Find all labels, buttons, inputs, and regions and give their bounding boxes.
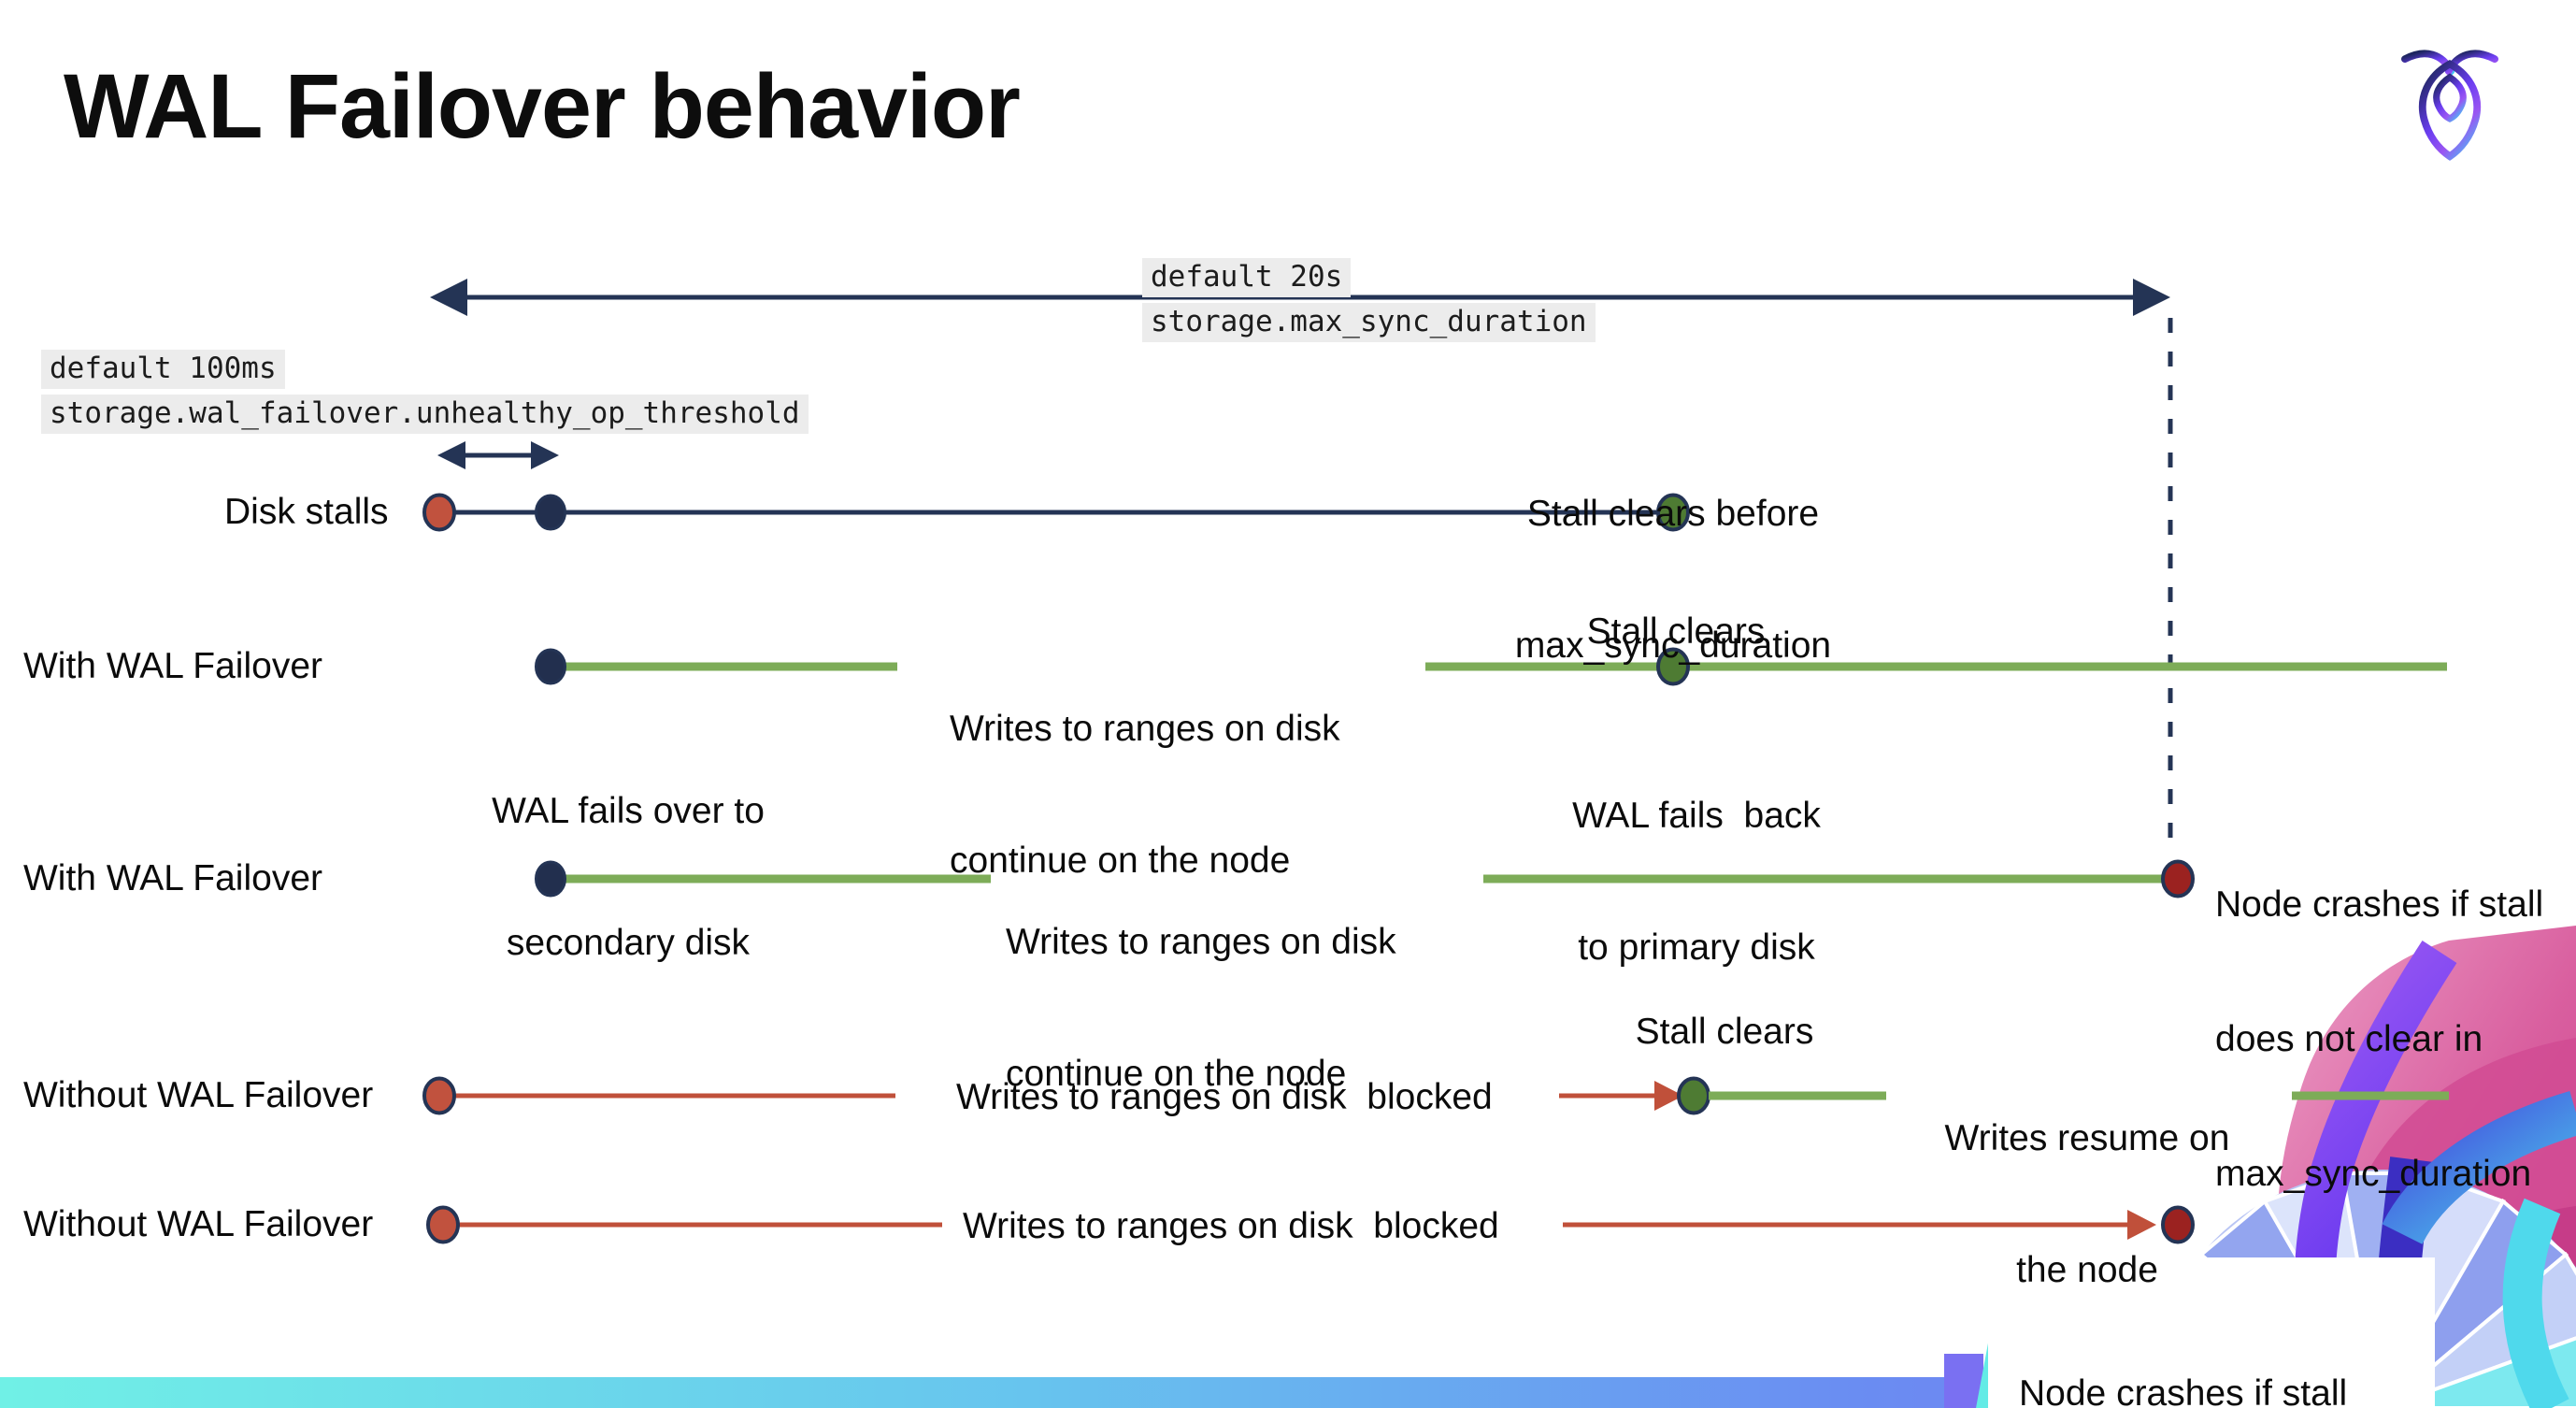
- node-crashes-boxed-line1: Node crashes if stall: [2019, 1373, 2348, 1408]
- unhealthy-op-threshold-setting-label: default 100ms storage.wal_failover.unhea…: [41, 350, 809, 434]
- writes-resume-line2: the node: [2016, 1250, 2158, 1290]
- wal-fails-back-annotation: WAL fails back to primary disk: [1556, 706, 1837, 1057]
- writes-continue-1-line1: Writes to ranges on disk: [950, 709, 1340, 749]
- failover-threshold-dot: [535, 494, 566, 531]
- node-crash-arrowhead: [2127, 1210, 2156, 1240]
- timeline-with-wal-failover-2: [535, 859, 2195, 898]
- writes-continue-2-line1: Writes to ranges on disk: [1006, 922, 1396, 962]
- timeline-without-wal-failover-2: [426, 1205, 2195, 1244]
- page-title: WAL Failover behavior: [64, 55, 1021, 157]
- node-crash-callout-box: Node crashes if stall does not clear in …: [1988, 1257, 2435, 1408]
- node-crash-dot: [2161, 859, 2195, 898]
- unhealthy-op-setting-name: storage.wal_failover.unhealthy_op_thresh…: [41, 395, 809, 434]
- wal-fails-over-annotation: WAL fails over to secondary disk: [483, 701, 773, 1053]
- logo-body: [2418, 59, 2482, 161]
- writes-continue-2-line2: continue on the node: [1006, 1054, 1347, 1094]
- writes-continue-1-line2: continue on the node: [950, 840, 1291, 881]
- writes-resume-annotation: Writes resume on the node: [1938, 1028, 2237, 1380]
- timeline-without-wal-failover-1: [422, 1076, 2449, 1115]
- node-crashes-dashed-line3: max_sync_duration: [2215, 1154, 2532, 1194]
- node-crash-dot: [2161, 1205, 2195, 1244]
- disk-stall-start-dot: [422, 493, 456, 532]
- node-crashes-dashed-line2: does not clear in: [2215, 1019, 2483, 1059]
- writes-blocked-annotation-2: Writes to ranges on disk blocked: [963, 1206, 1499, 1246]
- wal-fails-over-line2: secondary disk: [506, 923, 751, 963]
- stall-clears-before-line1: Stall clears before: [1526, 494, 1820, 534]
- writes-resume-line1: Writes resume on: [1944, 1118, 2230, 1158]
- failover-dot: [535, 648, 566, 685]
- max-sync-setting-name: storage.max_sync_duration: [1142, 303, 1596, 342]
- wal-fails-over-line1: WAL fails over to: [492, 791, 765, 831]
- unhealthy-op-default-value: default 100ms: [41, 350, 285, 389]
- timeline-disk-stalls: [422, 493, 1690, 532]
- logo-inner-leaf: [2433, 73, 2467, 122]
- row-label-without-wal-failover-2: Without WAL Failover: [23, 1204, 374, 1244]
- stall-clears-arrowhead: [1654, 1081, 1683, 1111]
- stall-clears-before-annotation: Stall clears before max_sync_duration: [1510, 404, 1837, 755]
- cockroachdb-logo: [2401, 50, 2498, 161]
- wal-fails-back-line2: to primary disk: [1578, 927, 1815, 968]
- writes-continue-annotation-1: Writes to ranges on disk continue on the…: [950, 619, 1340, 970]
- timeline-with-wal-failover-1: [535, 647, 2447, 686]
- max-sync-default-value: default 20s: [1142, 258, 1352, 297]
- row-label-disk-stalls: Disk stalls: [224, 492, 389, 532]
- writes-blocked-annotation-1: Writes to ranges on disk blocked: [956, 1077, 1493, 1117]
- max-sync-duration-arrow: [430, 279, 2170, 316]
- node-crashes-dashed-line1: Node crashes if stall: [2215, 884, 2544, 925]
- row-label-without-wal-failover-1: Without WAL Failover: [23, 1075, 374, 1115]
- stall-clears-annotation-2: Stall clears: [1635, 1012, 1814, 1052]
- wal-fails-back-line1: WAL fails back: [1572, 796, 1821, 836]
- disk-stall-start-dot: [422, 1076, 456, 1115]
- row-label-with-wal-failover-1: With WAL Failover: [23, 646, 322, 686]
- stall-clears-annotation-1: Stall clears: [1586, 611, 1766, 652]
- node-crashes-annotation-dashed: Node crashes if stall does not clear in …: [2215, 793, 2543, 1286]
- stall-clears-dot: [1677, 1076, 1710, 1115]
- unhealthy-op-threshold-arrow: [437, 441, 559, 469]
- writes-continue-annotation-2: Writes to ranges on disk continue on the…: [1006, 832, 1396, 1184]
- row-label-with-wal-failover-2: With WAL Failover: [23, 858, 322, 898]
- failover-dot: [535, 860, 566, 898]
- stall-clears-dot: [1656, 493, 1690, 532]
- max-sync-duration-setting-label: default 20s storage.max_sync_duration: [1142, 258, 1596, 342]
- disk-stall-start-dot: [426, 1205, 460, 1244]
- stall-clears-before-line2: max_sync_duration: [1514, 625, 1832, 666]
- stall-clears-dot: [1656, 647, 1690, 686]
